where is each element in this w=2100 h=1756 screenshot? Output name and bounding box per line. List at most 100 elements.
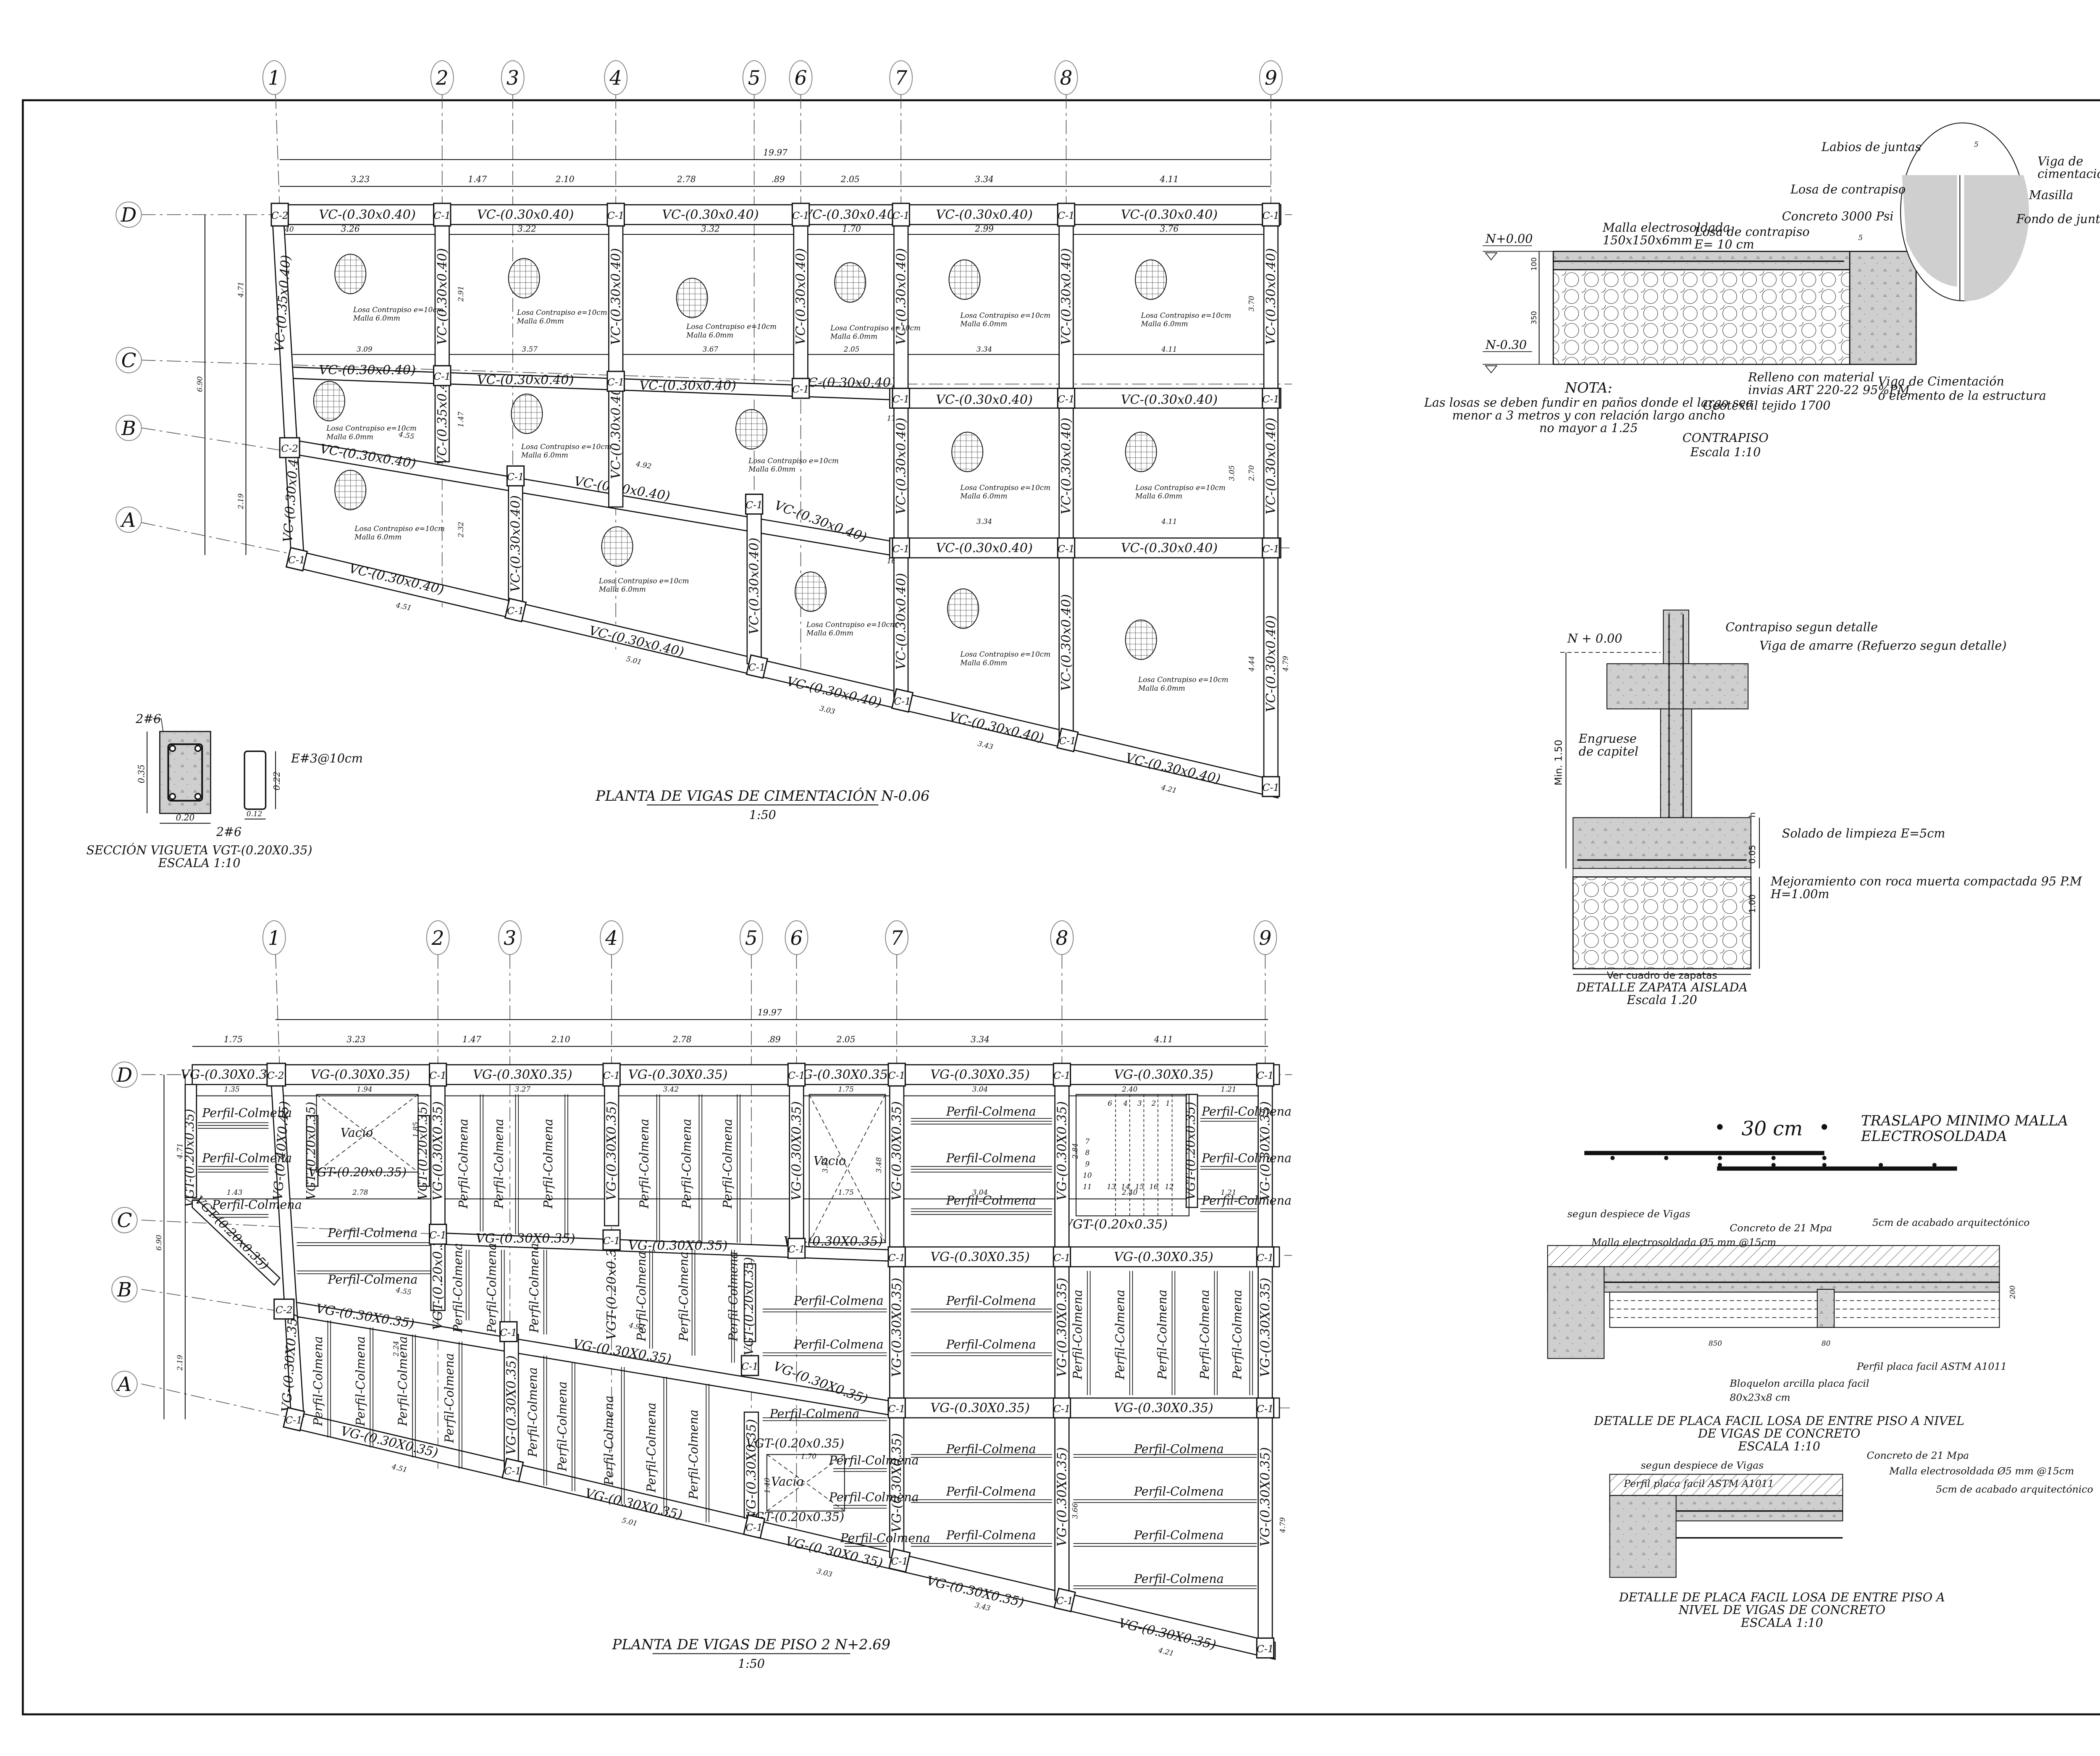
joists-vertical: Perfil-Colmena Perfil-Colmena Perfil-Col… — [311, 1094, 1253, 1522]
svg-text:o elemento de la estructura: o elemento de la estructura — [1878, 388, 2046, 402]
svg-text:16: 16 — [1149, 1182, 1158, 1191]
svg-text:VG-(0.30X0.35): VG-(0.30X0.35) — [930, 1401, 1030, 1416]
svg-text:Perfil-Colmena: Perfil-Colmena — [555, 1381, 570, 1472]
svg-text:2.10: 2.10 — [555, 174, 575, 184]
svg-text:3.57: 3.57 — [522, 345, 538, 353]
svg-text:VC-(0.30x0.40): VC-(0.30x0.40) — [936, 541, 1033, 555]
svg-text:VG-(0.30X0.35): VG-(0.30X0.35) — [431, 1101, 446, 1201]
svg-text:Perfil-Colmena: Perfil-Colmena — [1134, 1528, 1224, 1542]
svg-text:Losa de contrapiso: Losa de contrapiso — [1790, 182, 1906, 197]
column: C-1 — [433, 202, 452, 227]
svg-text:Perfil-Colmena: Perfil-Colmena — [1134, 1442, 1224, 1456]
svg-text:3: 3 — [1137, 1099, 1142, 1107]
svg-text:2.40: 2.40 — [1121, 1085, 1138, 1093]
svg-text:VGT-(0.20x0.35): VGT-(0.20x0.35) — [415, 1102, 430, 1200]
svg-text:4: 4 — [605, 927, 618, 950]
svg-text:1.35: 1.35 — [224, 1085, 239, 1093]
svg-text:3.34: 3.34 — [976, 517, 992, 526]
svg-text:2.40: 2.40 — [1121, 1188, 1138, 1196]
svg-text:VG-(0.30X0.35): VG-(0.30X0.35) — [930, 1067, 1030, 1082]
svg-text:VG-(0.30X0.35): VG-(0.30X0.35) — [1055, 1447, 1070, 1547]
svg-text:10: 10 — [1083, 1171, 1092, 1180]
svg-text:VC-(0.30x0.40): VC-(0.30x0.40) — [894, 248, 908, 345]
detail-contrapiso: N+0.00 N-0.30 100 350 Malla electrosolda… — [1424, 122, 2100, 459]
svg-text:3.09: 3.09 — [357, 345, 373, 353]
svg-text:Concreto 3000 Psi: Concreto 3000 Psi — [1782, 209, 1894, 223]
svg-text:1.47: 1.47 — [462, 1034, 481, 1044]
svg-text:1: 1 — [1166, 1099, 1170, 1107]
svg-text:VC-(0.30x0.40): VC-(0.30x0.40) — [803, 208, 900, 222]
column: C-1 — [887, 1397, 906, 1419]
svg-text:Losa Contrapiso e=10cm: Losa Contrapiso e=10cm — [598, 576, 689, 585]
svg-text:Malla 6.0mm: Malla 6.0mm — [517, 317, 564, 325]
svg-text:3.23: 3.23 — [351, 174, 370, 184]
svg-text:Perfil-Colmena: Perfil-Colmena — [769, 1406, 860, 1421]
foundation-beam — [1849, 251, 1917, 365]
column: C-1 — [1262, 202, 1280, 227]
svg-text:Perfil-Colmena: Perfil-Colmena — [353, 1336, 368, 1427]
void-area: Vacío — [766, 1454, 845, 1512]
axis-bubble-4: 4 — [604, 60, 628, 95]
svg-text:.40: .40 — [283, 225, 294, 233]
svg-text:Malla electrosoldada Ø5 mm @15: Malla electrosoldada Ø5 mm @15cm — [1591, 1236, 1776, 1248]
svg-text:Perfil-Colmena: Perfil-Colmena — [525, 1367, 540, 1458]
svg-text:Concreto de 21 Mpa: Concreto de 21 Mpa — [1866, 1449, 1969, 1461]
svg-text:D: D — [121, 204, 137, 227]
svg-text:C-1: C-1 — [1056, 1595, 1074, 1607]
svg-text:Malla 6.0mm: Malla 6.0mm — [353, 314, 400, 322]
svg-text:VGT-(0.20x0.35): VGT-(0.20x0.35) — [746, 1436, 844, 1451]
axis-bubble-6: 6 — [785, 920, 808, 955]
svg-text:.89: .89 — [772, 174, 785, 184]
svg-text:2#6: 2#6 — [216, 825, 242, 839]
svg-text:5: 5 — [1858, 233, 1863, 242]
svg-text:Perfil-Colmena: Perfil-Colmena — [484, 1243, 499, 1333]
svg-text:VC-(0.30x0.40): VC-(0.30x0.40) — [319, 208, 416, 222]
svg-text:Viga de Cimentación: Viga de Cimentación — [1878, 374, 2004, 389]
svg-text:Losa Contrapiso e=10cm: Losa Contrapiso e=10cm — [960, 483, 1050, 492]
svg-text:Perfil-Colmena: Perfil-Colmena — [1201, 1104, 1292, 1119]
svg-text:VG-(0.30X0.35): VG-(0.30X0.35) — [793, 1067, 893, 1082]
svg-text:Malla 6.0mm: Malla 6.0mm — [598, 585, 646, 593]
svg-text:4.71: 4.71 — [176, 1143, 184, 1159]
svg-text:3: 3 — [507, 67, 519, 90]
svg-text:2.05: 2.05 — [843, 345, 859, 353]
svg-text:VGT-(0.20x0.35): VGT-(0.20x0.35) — [604, 1236, 619, 1340]
axis-bubble-7: 7 — [885, 920, 909, 955]
svg-text:C-2: C-2 — [271, 210, 289, 221]
svg-text:Losa Contrapiso e=10cm: Losa Contrapiso e=10cm — [806, 620, 897, 629]
svg-text:Bloquelon arcilla placa facil: Bloquelon arcilla placa facil — [1729, 1377, 1869, 1389]
svg-text:Perfil-Colmena: Perfil-Colmena — [1113, 1290, 1127, 1380]
svg-text:C-1: C-1 — [1053, 1252, 1071, 1264]
svg-text:Malla 6.0mm: Malla 6.0mm — [960, 658, 1007, 667]
svg-text:PLANTA DE VIGAS DE PISO 2 N+2.: PLANTA DE VIGAS DE PISO 2 N+2.69 — [612, 1636, 890, 1653]
svg-text:2.84: 2.84 — [1071, 1143, 1079, 1159]
svg-text:Perfil-Colmena: Perfil-Colmena — [327, 1272, 417, 1287]
svg-text:VG-(0.30X0.35): VG-(0.30X0.35) — [628, 1067, 728, 1082]
svg-text:VG-(0.30X0.35): VG-(0.30X0.35) — [1258, 1447, 1273, 1547]
svg-text:12: 12 — [1165, 1182, 1173, 1191]
svg-text:C-1: C-1 — [892, 393, 910, 405]
finish-layer — [1609, 1474, 1843, 1496]
svg-text:Malla 6.0mm: Malla 6.0mm — [354, 533, 402, 541]
svg-text:Perfil-Colmena: Perfil-Colmena — [1155, 1290, 1169, 1380]
svg-text:C-1: C-1 — [748, 662, 766, 673]
svg-text:VGT-(0.20x0.35): VGT-(0.20x0.35) — [1063, 1217, 1168, 1232]
axis-bubble-8: 8 — [1054, 60, 1078, 95]
svg-text:NOTA:: NOTA: — [1564, 380, 1612, 396]
svg-text:Malla 6.0mm: Malla 6.0mm — [960, 492, 1007, 500]
svg-text:C-1: C-1 — [788, 1243, 805, 1255]
svg-text:Losa Contrapiso e=10cm: Losa Contrapiso e=10cm — [1135, 483, 1226, 492]
svg-text:VC-(0.30x0.40): VC-(0.30x0.40) — [1121, 392, 1218, 407]
section-vigueta-detail: 2#6 0.35 0.20 2#6 0.22 0.12 E#3@10cm SEC… — [87, 712, 363, 870]
svg-text:80x23x8 cm: 80x23x8 cm — [1730, 1392, 1790, 1404]
svg-text:Perfil-Colmena: Perfil-Colmena — [679, 1119, 693, 1209]
svg-text:13: 13 — [1107, 1182, 1116, 1191]
svg-text:VC-(0.30x0.40): VC-(0.30x0.40) — [609, 382, 623, 479]
svg-text:C-1: C-1 — [746, 1522, 763, 1533]
lean-concrete — [1572, 868, 1751, 878]
svg-text:1: 1 — [268, 927, 281, 950]
beams-row-D-floor2: VG-(0.30X0.35) VG-(0.30X0.35) VG-(0.30X0… — [181, 1064, 1280, 1085]
svg-text:1.70: 1.70 — [801, 1452, 817, 1460]
svg-text:C-1: C-1 — [1257, 1070, 1274, 1081]
